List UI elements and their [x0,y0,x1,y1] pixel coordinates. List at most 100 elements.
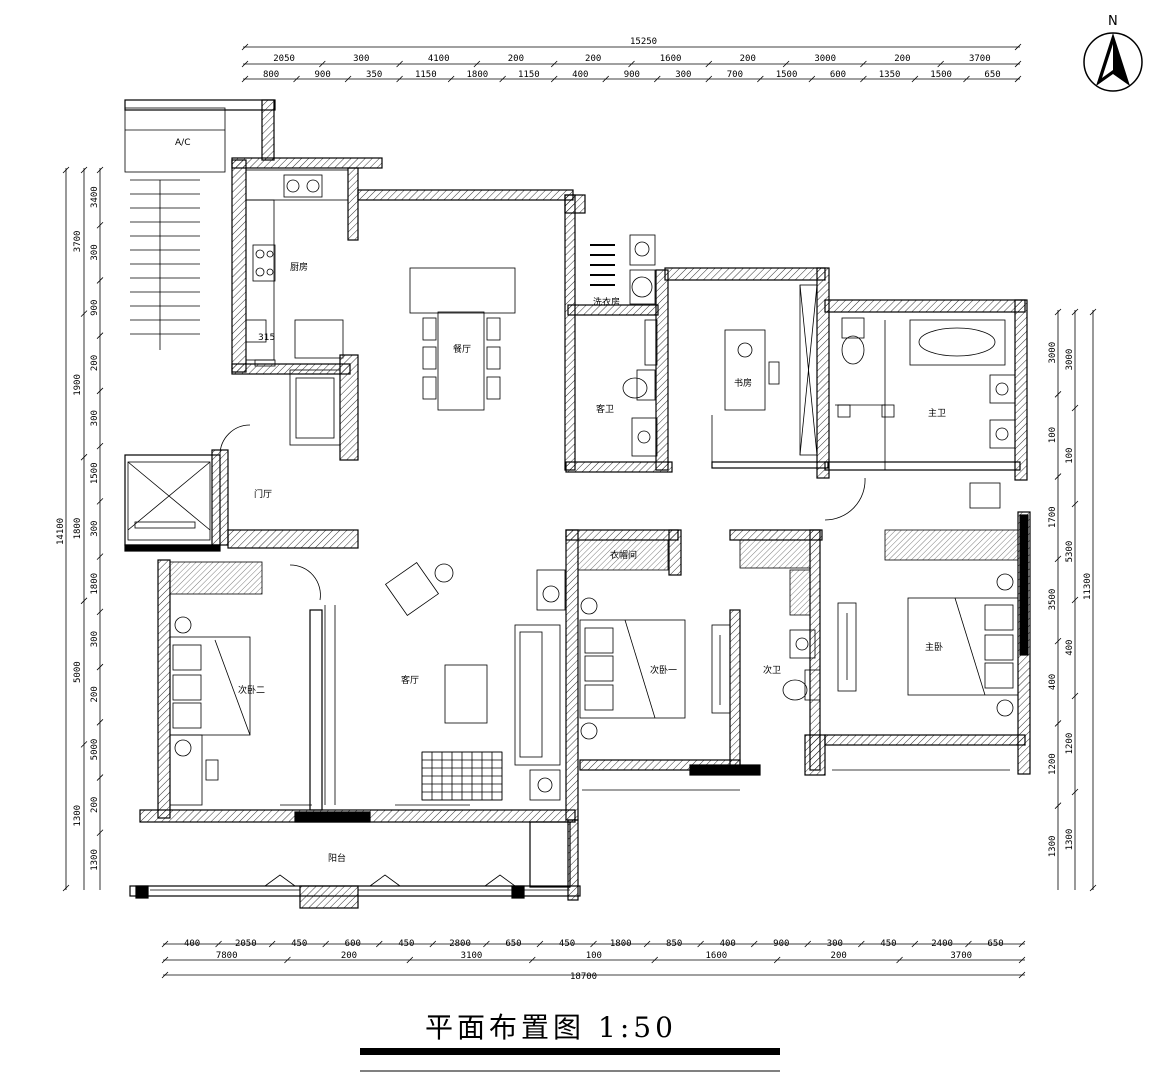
top-dim-row1: 300 [353,54,369,64]
right-dim-total: 11300 [1083,573,1093,600]
top-dim-row1: 4100 [428,54,450,64]
top-dim-row1: 3700 [969,54,991,64]
foyer-fixtures [169,424,336,805]
master-bed-furniture [824,477,1019,717]
left-dim-middle: 900 [90,300,100,316]
bottom-dim-row1: 450 [559,939,575,949]
left-dim-total: 14100 [56,518,66,545]
top-dim-row1: 1600 [660,54,682,64]
master-bath-fixtures [835,317,1016,470]
room-living: 客厅 [401,674,419,686]
right-dim-col2: 100 [1065,448,1075,464]
right-dim-col2: 5300 [1065,541,1075,563]
top-total-dim: 15250 [630,37,657,47]
room-laundry: 洗衣房 [593,296,620,308]
right-dim-col1: 400 [1048,674,1058,690]
top-dim-row1: 200 [740,54,756,64]
top-dim-row2: 1350 [879,70,901,80]
top-dim-row2: 1150 [415,70,437,80]
top-dim-row2: 400 [572,70,588,80]
bottom-dim-row1: 600 [345,939,361,949]
left-dim-middle: 1300 [90,849,100,871]
bottom-dim-row1: 2050 [235,939,257,949]
bottom-dim-row2: 100 [586,951,602,961]
room-cloak: 衣帽间 [610,549,637,561]
top-dim-row2: 800 [263,70,279,80]
top-dim-row2: 650 [984,70,1000,80]
top-dim-row2: 900 [315,70,331,80]
room-second-bath: 次卫 [763,664,781,676]
left-dim-outer: 3700 [73,231,83,253]
left-dim-outer: 1300 [73,805,83,827]
right-dim-col2: 1300 [1065,829,1075,851]
room-foyer: 门厅 [254,488,272,500]
walls [124,99,1031,909]
bottom-dim-row1: 400 [720,939,736,949]
room-study: 书房 [734,377,752,389]
top-dim-row2: 1800 [467,70,489,80]
living-furniture [384,561,566,801]
top-dim-row1: 3000 [814,54,836,64]
bottom-dim-row1: 2400 [931,939,953,949]
bottom-dim-row1: 450 [880,939,896,949]
top-dim-row2: 1150 [518,70,540,80]
ac-label: A/C [175,138,190,148]
drawing-title: 平面布置图 [425,1011,585,1044]
room-master-bath: 主卫 [928,407,946,419]
bottom-dim-row1: 650 [505,939,521,949]
left-dim-middle: 200 [90,797,100,813]
bottom-dim-row1: 2800 [449,939,471,949]
balcony-windows [150,769,1010,891]
left-dim-middle: 3400 [90,186,100,208]
north-arrow-icon [1083,32,1143,92]
bottom-dim-row1: 1800 [610,939,632,949]
left-dim-outer: 1800 [73,518,83,540]
title-underline-thick [360,1048,780,1055]
bottom-dim-row2: 3700 [950,951,972,961]
right-dimensions [1054,308,1097,892]
top-dim-row1: 2050 [273,54,295,64]
top-dim-row1: 200 [894,54,910,64]
top-dim-row1: 200 [585,54,601,64]
north-label: N [1108,14,1118,29]
bottom-dim-row2: 7800 [216,951,238,961]
room-dining: 餐厅 [453,343,471,355]
bottom-dim-row2: 1600 [706,951,728,961]
room-second-bed2: 次卧二 [238,684,265,696]
left-dim-middle: 1800 [90,573,100,595]
right-dim-col2: 400 [1065,640,1075,656]
bottom-dim-row2: 200 [341,951,357,961]
top-dim-row2: 350 [366,70,382,80]
bottom-dim-row1: 900 [773,939,789,949]
room-second-bed1: 次卧一 [650,664,677,676]
study-furniture [711,284,818,462]
dining-furniture [289,267,516,446]
left-dim-middle: 300 [90,521,100,537]
fridge-label: 315 [258,333,275,343]
top-dim-row2: 600 [830,70,846,80]
left-dim-middle: 300 [90,244,100,260]
bottom-dim-row1: 850 [666,939,682,949]
second-bed2-furniture [169,616,251,806]
bottom-dimensions [161,940,1026,979]
kitchen-fixtures: 315 [245,169,349,367]
right-dim-col2: 1200 [1065,733,1075,755]
stairwell: A/C [124,107,226,350]
left-dim-middle: 5000 [90,739,100,761]
room-guest-bath: 客卫 [596,403,614,415]
left-dim-outer: 1900 [73,374,83,396]
elevator [127,461,211,541]
bottom-dim-row1: 300 [827,939,843,949]
right-dim-col1: 1700 [1048,506,1058,528]
top-dim-row2: 1500 [930,70,952,80]
top-dim-row2: 900 [624,70,640,80]
top-dim-row1: 200 [508,54,524,64]
top-dim-row2: 1500 [776,70,798,80]
second-bath-fixtures [739,539,821,701]
left-dim-middle: 200 [90,355,100,371]
left-dim-middle: 300 [90,631,100,647]
top-dimensions [241,43,1022,83]
left-dim-outer: 5000 [73,661,83,683]
room-master-bed: 主卧 [925,641,943,653]
